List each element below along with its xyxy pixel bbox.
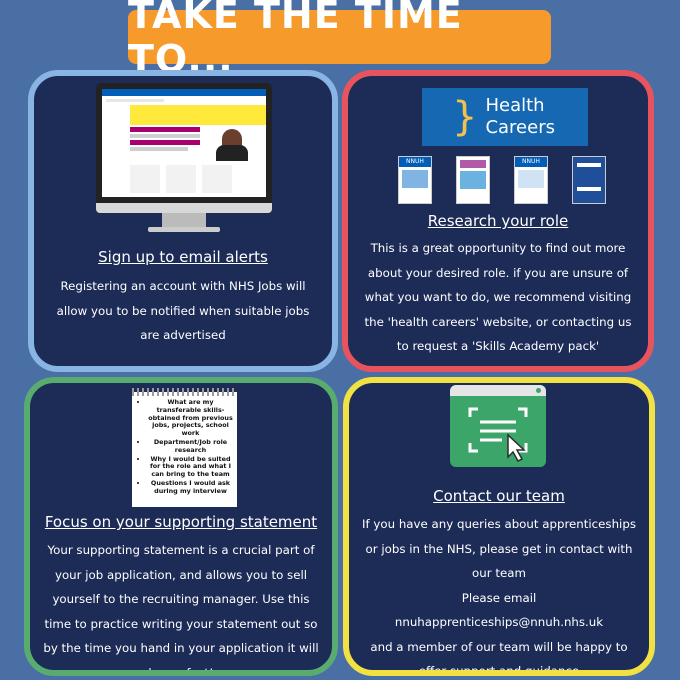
research-role-card: } Health Careers NNUH NNUH Research your…	[342, 70, 654, 372]
booklet-icon	[456, 156, 490, 204]
booklet-icon: NNUH	[514, 156, 548, 204]
desktop-monitor-illustration	[96, 83, 272, 232]
email-alerts-card: Sign up to email alerts Registering an a…	[28, 70, 338, 372]
contact-team-heading: Contact our team	[433, 487, 565, 505]
notepad-item: Department/Job role research	[148, 438, 233, 455]
notepad-item: Why I would be suited for the role and w…	[148, 455, 233, 479]
page-title-banner: TAKE THE TIME TO...	[128, 0, 551, 81]
skills-academy-booklets: NNUH NNUH	[398, 156, 608, 208]
health-careers-logo: } Health Careers	[422, 88, 588, 146]
supporting-statement-heading: Focus on your supporting statement	[44, 513, 318, 531]
research-role-text: This is a great opportunity to find out …	[364, 241, 632, 353]
contact-form-icon	[450, 385, 546, 467]
research-role-heading: Research your role	[427, 212, 569, 230]
contact-team-text: If you have any queries about apprentice…	[362, 517, 636, 676]
contact-team-card: Contact our team If you have any queries…	[343, 377, 655, 676]
nhs-jobs-website-screenshot	[102, 89, 266, 197]
email-alerts-text: Registering an account with NHS Jobs wil…	[56, 279, 310, 342]
notepad-item: What are my transferable skills- obtaine…	[148, 398, 233, 438]
supporting-statement-text: Your supporting statement is a crucial p…	[43, 543, 319, 676]
supporting-statement-card: What are my transferable skills- obtaine…	[24, 377, 338, 676]
booklet-icon	[572, 156, 606, 204]
contact-email-text: Please email nnuhapprenticeships@nnuh.nh…	[394, 590, 604, 630]
notepad-item: Questions I would ask during my intervie…	[148, 479, 233, 496]
notepad-illustration: What are my transferable skills- obtaine…	[132, 388, 237, 507]
email-alerts-heading: Sign up to email alerts	[98, 248, 268, 266]
booklet-icon: NNUH	[398, 156, 432, 204]
